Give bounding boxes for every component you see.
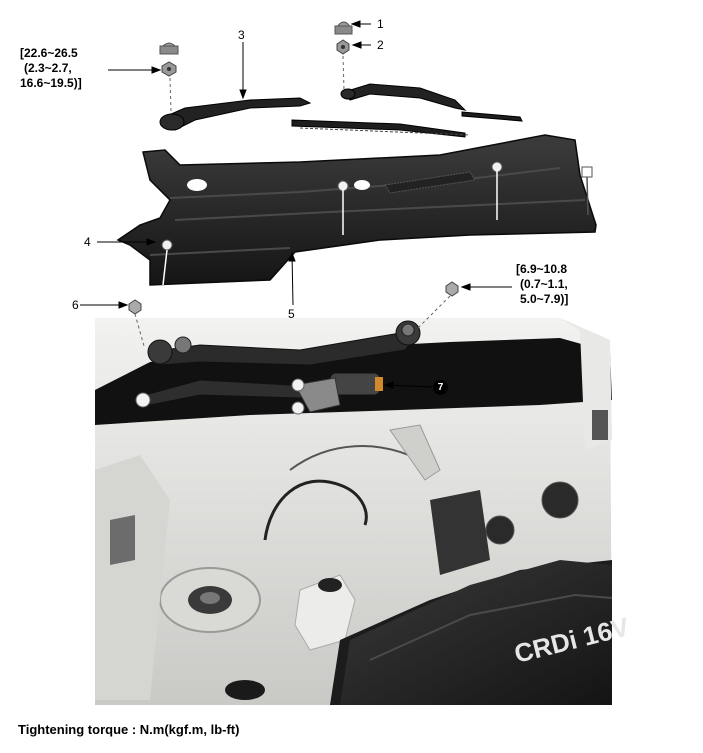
torque-spec-line: 5.0~7.9)] <box>520 292 569 306</box>
wiper-arm-right <box>340 83 523 122</box>
callout-1: 1 <box>377 17 384 31</box>
wiper-arm-left <box>159 97 471 138</box>
linkage-bolts <box>128 281 459 347</box>
cowl-top-cover <box>116 134 597 286</box>
callout-6: 6 <box>72 298 79 312</box>
wiper-linkage-motor <box>135 320 421 415</box>
callout-5: 5 <box>288 307 295 321</box>
leader-lines <box>80 20 512 389</box>
torque-spec-line: (0.7~1.1, <box>520 277 568 291</box>
torque-spec-arm-nut: [22.6~26.5 (2.3~2.7, 16.6~19.5)] <box>20 46 82 91</box>
callout-2: 2 <box>377 38 384 52</box>
tightening-torque-note: Tightening torque : N.m(kgf.m, lb-ft) <box>18 722 240 737</box>
torque-spec-linkage-bolt: [6.9~10.8 (0.7~1.1, 5.0~7.9)] <box>516 262 568 307</box>
torque-spec-line: [22.6~26.5 <box>20 46 78 60</box>
callout-7: 7 <box>433 380 448 395</box>
arm-caps-and-nuts <box>159 21 353 113</box>
callout-4: 4 <box>84 235 91 249</box>
torque-spec-line: [6.9~10.8 <box>516 262 568 276</box>
torque-spec-line: (2.3~2.7, <box>24 61 72 75</box>
torque-spec-line: 16.6~19.5)] <box>20 76 82 90</box>
callout-3: 3 <box>238 28 245 42</box>
